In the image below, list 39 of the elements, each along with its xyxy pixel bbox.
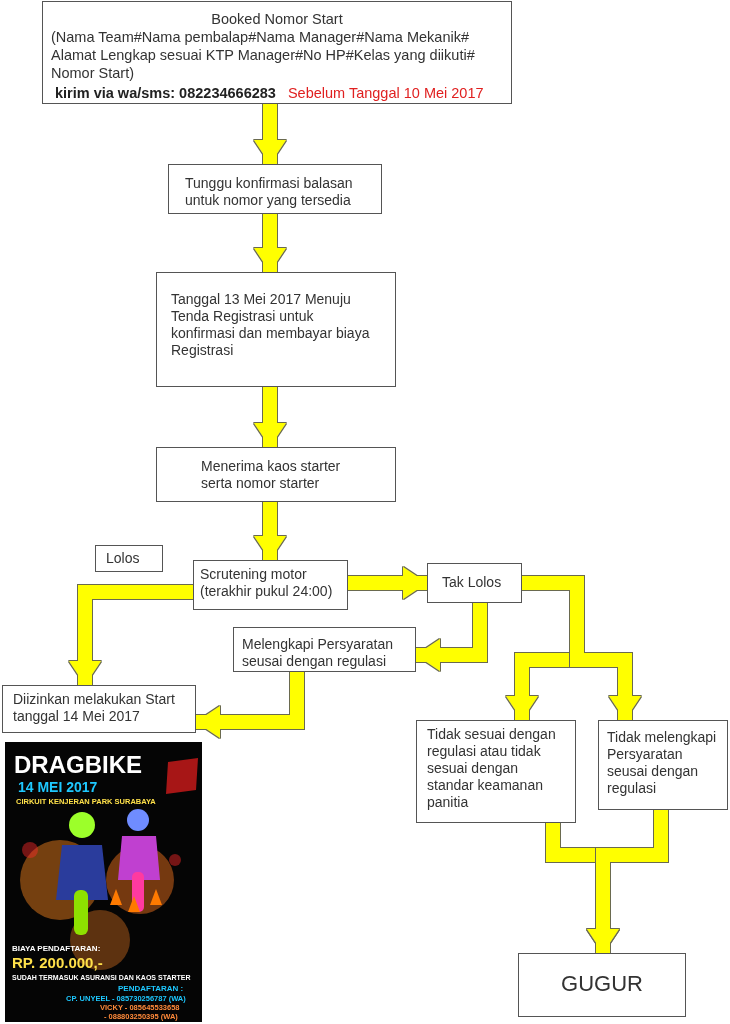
- box-text: Tidak sesuai dengan regulasi atau tidak sesuai dengan standar keamanan panitia: [427, 726, 557, 811]
- box-body: (Nama Team#Nama pembalap#Nama Manager#Nama Mekanik# Alamat Lengkap sesuai KTP Manager#No HP#Kelas yang diikuti# Nomor Start): [51, 28, 476, 82]
- block-arrow: [416, 603, 487, 671]
- process-box: [2, 685, 196, 733]
- poster-registration-heading: PENDAFTARAN :: [118, 985, 184, 994]
- box-text: Melengkapi Persyaratan seusai dengan regulasi: [242, 636, 394, 670]
- block-arrow: [254, 387, 286, 447]
- box-text: Tanggal 13 Mei 2017 Menuju Tenda Registrasi untuk konfirmasi dan membayar biaya Registrasi: [171, 291, 371, 359]
- box-text: Scrutening motor (terakhir pukul 24:00): [200, 566, 334, 600]
- process-box: [416, 720, 576, 823]
- box-text: Tidak melengkapi Persyaratan seusai dengan regulasi: [607, 729, 718, 797]
- box-text: Tunggu konfirmasi balasan untuk nomor yang tersedia: [185, 175, 354, 209]
- process-box: [168, 164, 382, 214]
- box-text: Diizinkan melakukan Start tanggal 14 Mei 2017: [13, 691, 176, 725]
- process-box: [598, 720, 728, 810]
- block-arrow: [69, 585, 193, 685]
- box-heading: Booked Nomor Start: [210, 10, 344, 28]
- process-box: [518, 953, 686, 1017]
- box-text: GUGUR: [560, 970, 644, 998]
- process-box: [156, 447, 396, 502]
- process-box: [427, 563, 522, 603]
- poster-fee: RP. 200.000,-: [12, 955, 103, 972]
- poster-date: 14 MEI 2017: [18, 780, 98, 796]
- process-box: [156, 272, 396, 387]
- block-arrow: [254, 214, 286, 272]
- contact-text: kirim via wa/sms: 082234666283: [55, 84, 276, 102]
- process-box: [233, 627, 416, 672]
- process-box: [193, 560, 348, 610]
- box-text: Tak Lolos: [442, 574, 503, 591]
- block-arrow: [254, 502, 286, 560]
- poster-title: DRAGBIKE: [14, 752, 142, 779]
- block-arrow: [254, 104, 286, 164]
- process-box: [42, 1, 512, 104]
- deadline-text: Sebelum Tanggal 10 Mei 2017: [287, 84, 484, 102]
- process-box: [95, 545, 163, 572]
- poster-fee-label: BIAYA PENDAFTARAN:: [12, 945, 101, 954]
- box-text: Lolos: [106, 550, 141, 567]
- box-text: Menerima kaos starter serta nomor starter: [201, 458, 342, 492]
- block-arrow: [348, 567, 427, 599]
